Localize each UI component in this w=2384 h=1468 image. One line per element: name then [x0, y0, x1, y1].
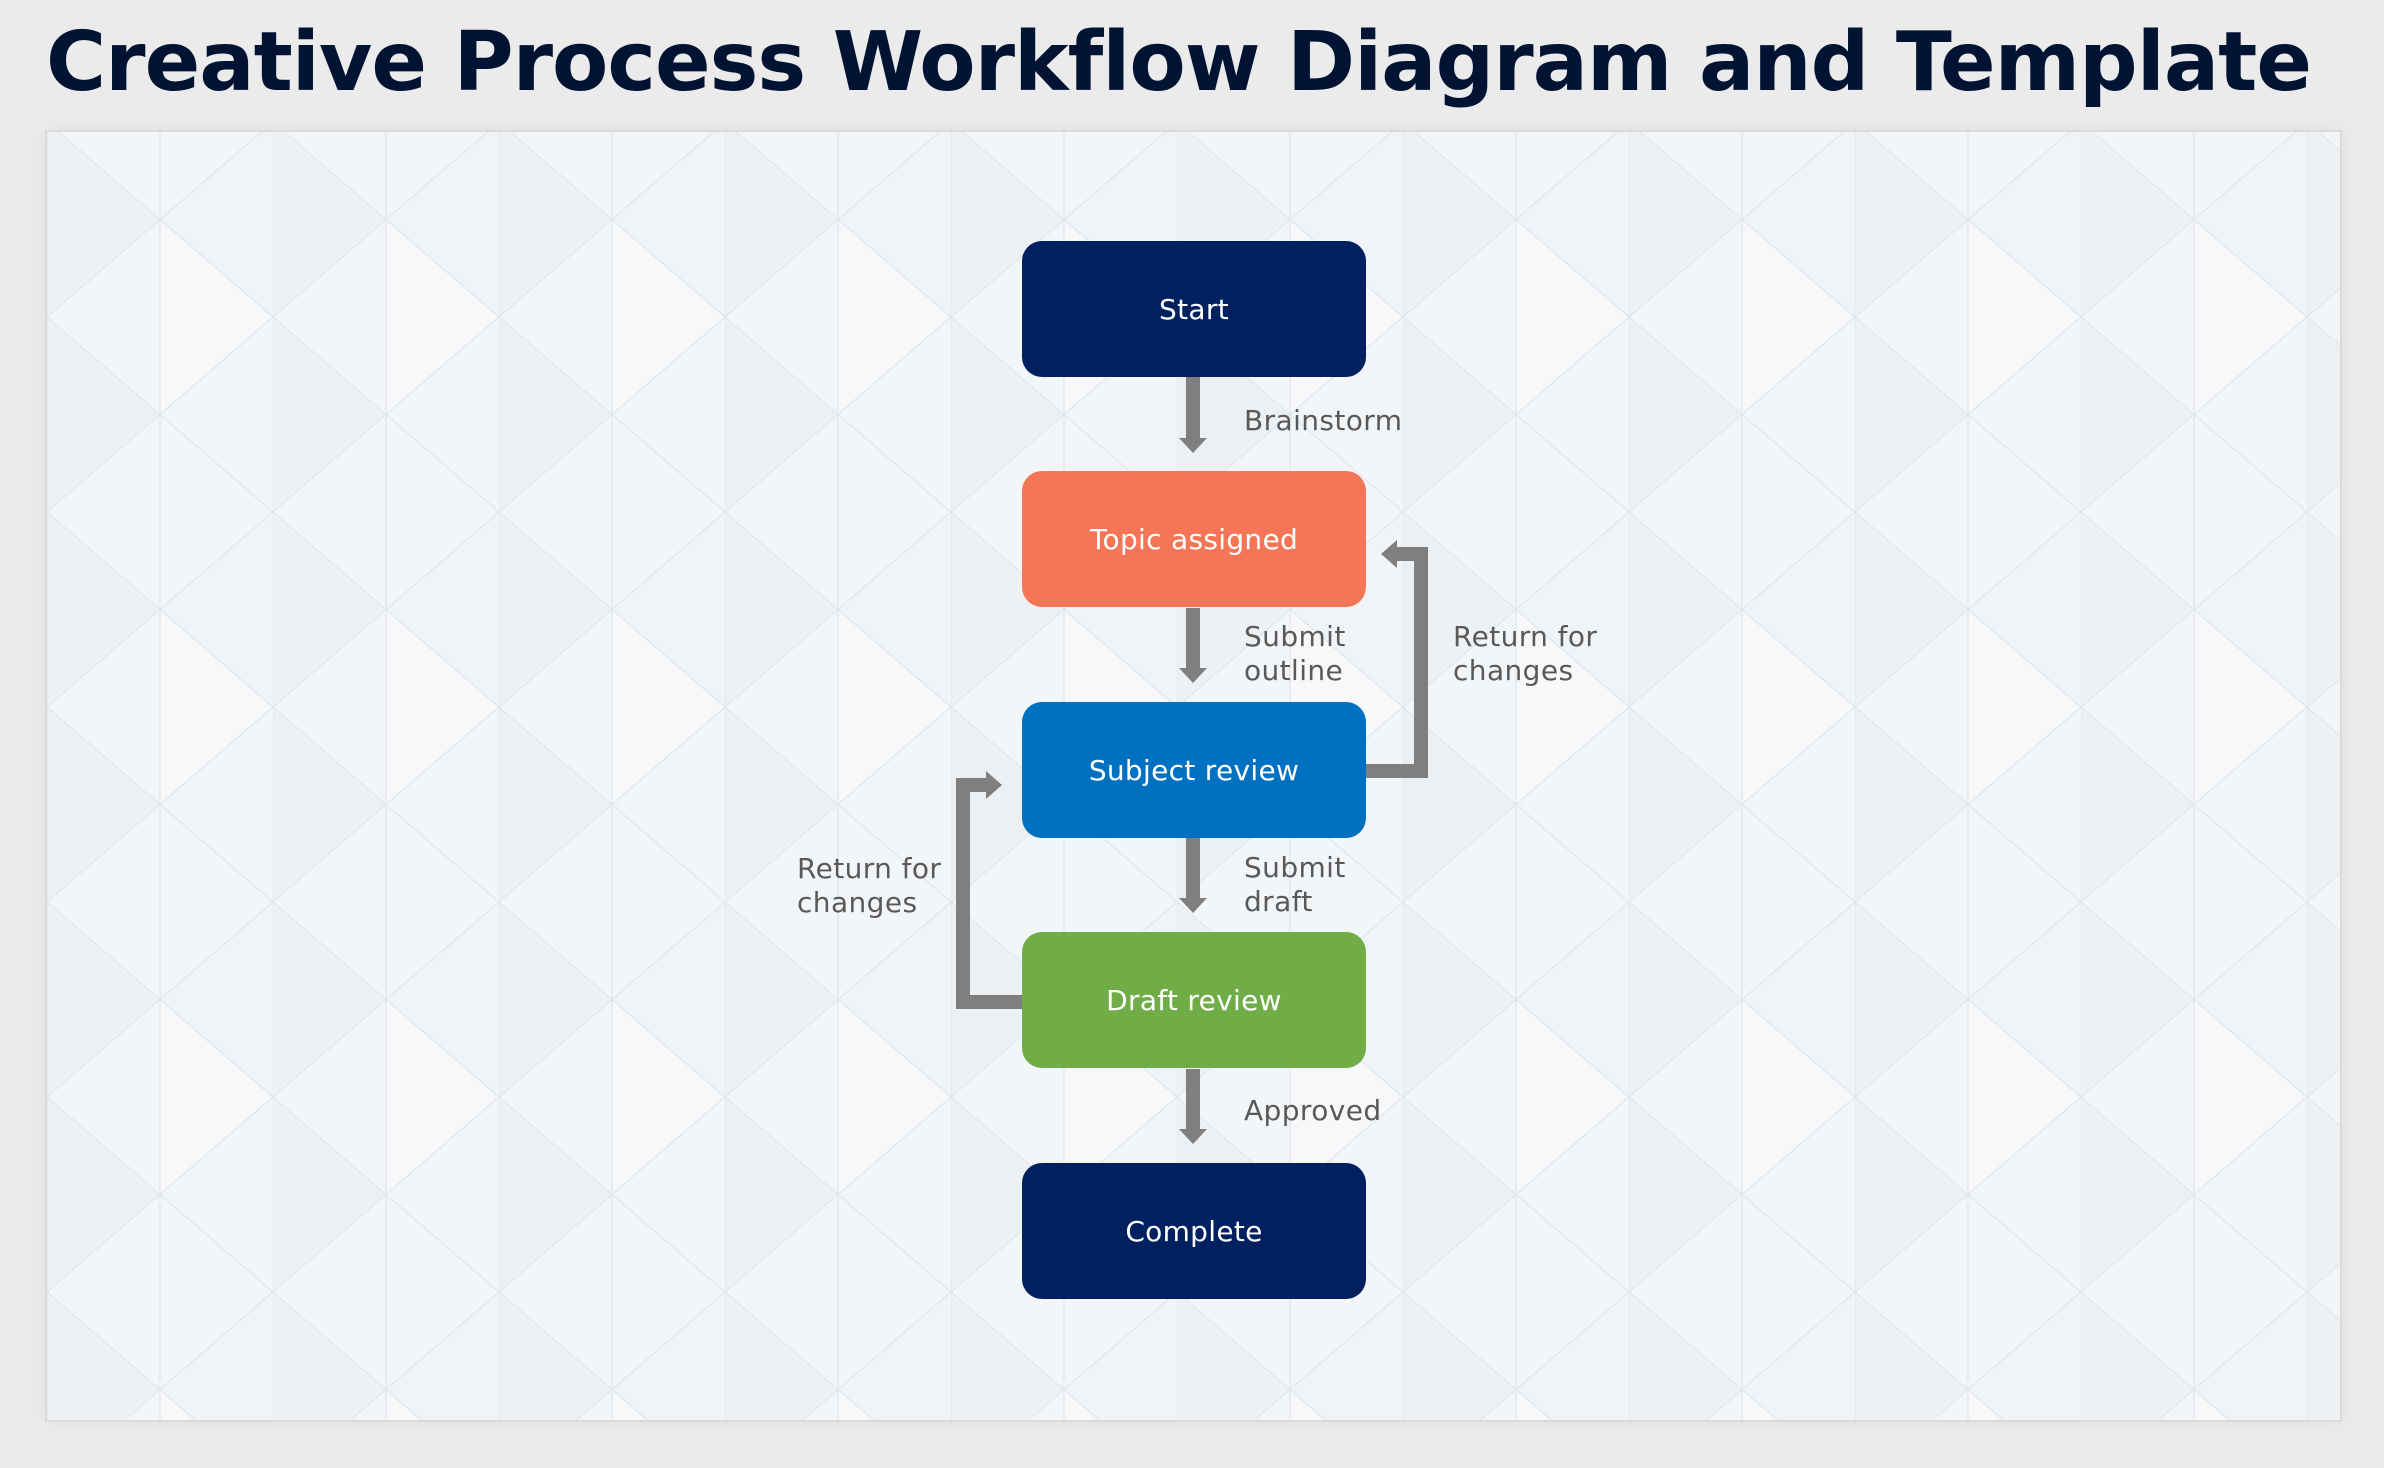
node-label: Topic assigned	[1089, 522, 1299, 556]
node-start[interactable]: Start	[1022, 241, 1366, 377]
loop-arrow-draft-to-subject	[956, 771, 1022, 1009]
page-title: Creative Process Workflow Diagram and Te…	[46, 15, 2312, 110]
edge-label-submit-outline: Submit outline	[1244, 620, 1346, 687]
node-label: Draft review	[1106, 983, 1282, 1017]
arrow-draft-to-complete	[1179, 1069, 1207, 1144]
edge-label-return-for-changes-left: Return for changes	[797, 852, 942, 919]
arrow-subject-to-draft	[1179, 838, 1207, 913]
node-subject-review[interactable]: Subject review	[1022, 702, 1366, 838]
node-label: Complete	[1125, 1214, 1263, 1248]
edge-label-return-for-changes-right: Return for changes	[1453, 620, 1598, 687]
arrow-topic-to-subject	[1179, 608, 1207, 683]
edge-label-submit-draft: Submit draft	[1244, 851, 1346, 918]
node-label: Subject review	[1088, 753, 1300, 787]
loop-arrow-subject-to-topic	[1366, 540, 1428, 778]
edge-label-approved: Approved	[1244, 1094, 1382, 1127]
edge-label-brainstorm: Brainstorm	[1244, 404, 1403, 437]
node-label: Start	[1159, 292, 1229, 326]
node-topic-assigned[interactable]: Topic assigned	[1022, 471, 1366, 607]
node-draft-review[interactable]: Draft review	[1022, 932, 1366, 1068]
node-complete[interactable]: Complete	[1022, 1163, 1366, 1299]
arrow-start-to-topic	[1179, 377, 1207, 453]
